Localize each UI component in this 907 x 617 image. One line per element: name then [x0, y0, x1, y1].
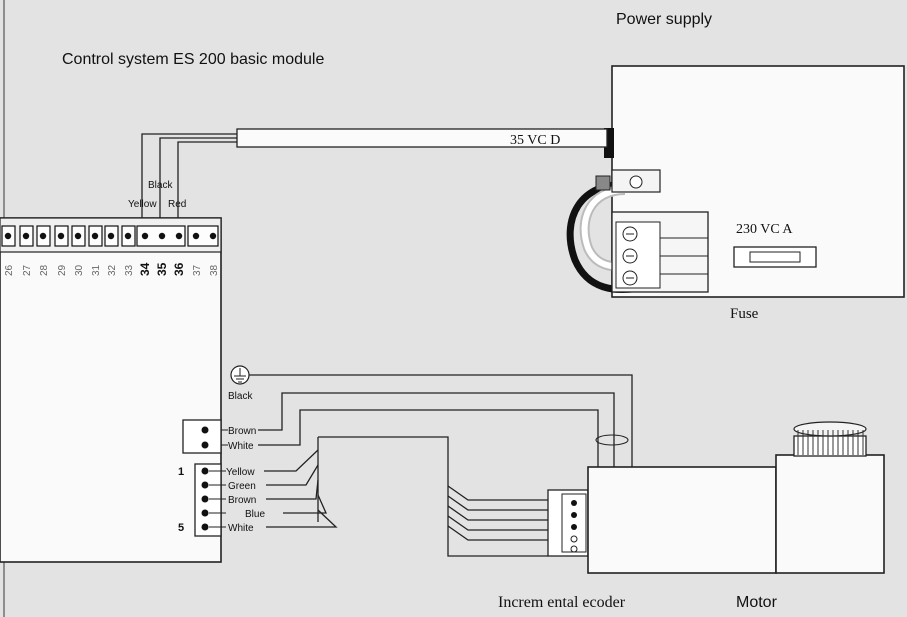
terminal-pin-36 — [175, 232, 183, 240]
white-wire-label: White — [228, 441, 254, 452]
terminal-number-32: 32 — [107, 264, 118, 276]
terminal-number-35: 35 — [155, 262, 169, 276]
motor-gearbox — [775, 454, 885, 574]
terminal-number-31: 31 — [91, 264, 102, 276]
encoder-wire-yellow — [264, 449, 319, 472]
terminal-number-29: 29 — [57, 264, 68, 276]
dc-voltage-label: 35 VC D — [510, 133, 560, 148]
encoder-plug-pin-1 — [571, 500, 577, 506]
terminal-pin-30 — [74, 232, 82, 240]
encoder-wire-end-brown — [447, 505, 548, 521]
clamp-screw — [595, 175, 611, 191]
terminal-pin-29 — [57, 232, 65, 240]
motor-body — [587, 466, 777, 574]
terminal-pin-33 — [124, 232, 132, 240]
terminal-pin-34 — [141, 232, 149, 240]
terminal-number-27: 27 — [22, 264, 33, 276]
encoder-cable-outline — [318, 436, 548, 557]
terminal-pin-31 — [91, 232, 99, 240]
fuse-label: Fuse — [730, 306, 759, 322]
encoder-wire-end-yellow — [447, 485, 548, 501]
encoder-wire-label-brown: Brown — [228, 495, 256, 506]
terminal-number-26: 26 — [4, 264, 15, 276]
cable-bundle-ring — [595, 434, 629, 446]
encoder-wire-green — [266, 464, 319, 486]
encoder-pin-5 — [201, 523, 209, 531]
encoder-pin-first-label: 1 — [178, 466, 184, 478]
encoder-title: Increm ental ecoder — [498, 594, 626, 611]
encoder-pin-3 — [201, 495, 209, 503]
terminal-pin-32 — [107, 232, 115, 240]
fuse-icon — [749, 251, 801, 263]
encoder-wire-blue — [283, 494, 328, 514]
red-wire — [177, 141, 237, 222]
terminal-slots — [1, 225, 219, 247]
red-wire-label: Red — [168, 199, 186, 210]
motor-power-connector — [182, 419, 222, 454]
terminal-pin-35 — [158, 232, 166, 240]
encoder-cable — [264, 437, 548, 541]
terminal-pin-26 — [4, 232, 12, 240]
encoder-wire-end-blue — [447, 515, 548, 531]
encoder-plug-pin-3 — [571, 524, 577, 530]
encoder-pin-4 — [201, 509, 209, 517]
terminal-pin-38 — [209, 232, 217, 240]
terminal-number-30: 30 — [74, 264, 85, 276]
terminal-number-33: 33 — [124, 264, 135, 276]
encoder-wire-white — [266, 509, 338, 528]
clamp-bolt-icon — [629, 175, 643, 189]
terminal-number-28: 28 — [39, 264, 50, 276]
terminal-pin-27 — [22, 232, 30, 240]
encoder-plug-pin-4 — [570, 535, 578, 543]
yellow-wire — [141, 133, 237, 222]
terminal-number-38: 38 — [209, 264, 220, 276]
motor-title: Motor — [736, 594, 778, 611]
terminal-plug-37-38 — [187, 225, 219, 247]
ac-voltage-label: 230 VC A — [736, 222, 793, 237]
brown-motor-wire — [258, 392, 615, 467]
encoder-plug-pin-5 — [570, 545, 578, 553]
encoder-pin-2 — [201, 481, 209, 489]
encoder-plug-pin-2 — [571, 512, 577, 518]
power-supply-title: Power supply — [616, 11, 712, 28]
terminal-pin-28 — [39, 232, 47, 240]
motor-pulley — [793, 435, 867, 457]
encoder-wire-label-blue: Blue — [245, 509, 265, 520]
terminal-number-34: 34 — [138, 262, 152, 276]
black-wire — [159, 137, 237, 222]
encoder-wire-end-white — [447, 525, 548, 541]
motor-power-pin-1 — [201, 426, 209, 434]
encoder-wire-brown — [266, 479, 319, 500]
white-motor-wire — [258, 409, 599, 467]
encoder-wire-label-green: Green — [228, 481, 256, 492]
motor-power-pin-2 — [201, 441, 209, 449]
terminal-number-37: 37 — [192, 264, 203, 276]
encoder-pin-1 — [201, 467, 209, 475]
terminal-pin-37 — [192, 232, 200, 240]
ground-wire — [249, 374, 633, 467]
encoder-pin-last-label: 5 — [178, 522, 184, 534]
encoder-wire-label-yellow: Yellow — [226, 467, 255, 478]
pulley-teeth — [797, 430, 864, 455]
control-module-title: Control system ES 200 basic module — [62, 51, 324, 68]
yellow-wire-label: Yellow — [128, 199, 157, 210]
brown-wire-label: Brown — [228, 426, 256, 437]
terminal-number-36: 36 — [172, 262, 186, 276]
encoder-wire-label-white: White — [228, 523, 254, 534]
black-wire-label: Black — [148, 180, 173, 191]
ground-wire-label: Black — [228, 391, 253, 402]
encoder-wire-end-green — [447, 495, 548, 511]
dc-output-connector — [604, 128, 614, 158]
motor-pulley-top — [793, 421, 867, 437]
